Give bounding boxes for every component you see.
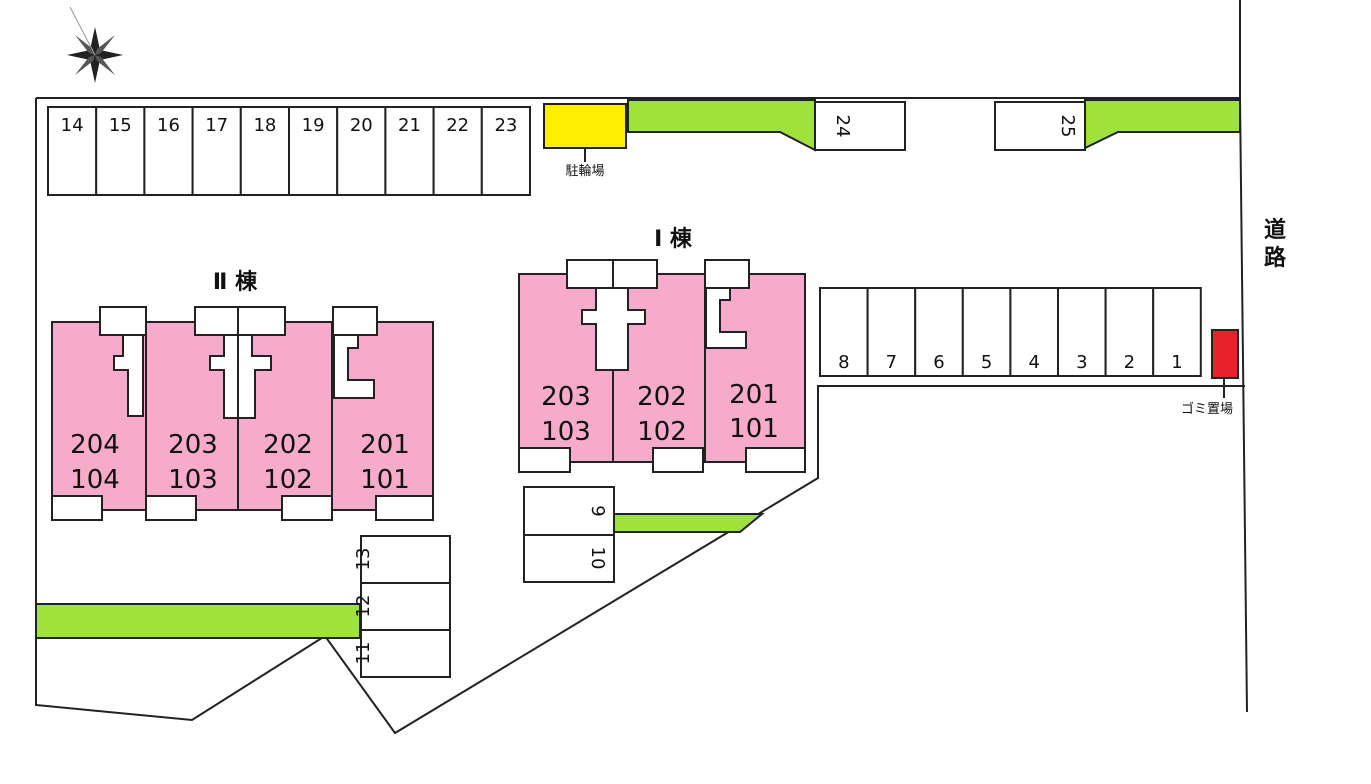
parking-number-5: 5 <box>981 352 992 373</box>
parking-stall-7 <box>866 287 917 377</box>
parking-stall-1 <box>1152 287 1202 377</box>
parking-number-7: 7 <box>886 352 897 373</box>
parking-stall-20 <box>336 106 387 196</box>
parking-stall-9 <box>523 486 615 536</box>
parking-number-6: 6 <box>933 352 944 373</box>
building-2: Ⅱ 棟 204 104 203 103 202 102 201 101 <box>51 269 434 521</box>
parking-stall-14 <box>47 106 98 196</box>
bike-parking-area <box>543 103 627 149</box>
road-label-1: 道 <box>1264 217 1286 243</box>
building-2-unit-204: 204 <box>70 430 120 460</box>
greenery-left <box>35 603 361 639</box>
parking-stall-6 <box>914 287 964 377</box>
parking-number-15: 15 <box>109 115 132 136</box>
parking-stall-24 <box>814 101 906 151</box>
building-2-unit-203: 203 <box>168 430 218 460</box>
parking-number-11: 11 <box>353 642 374 665</box>
parking-stall-10 <box>523 534 615 583</box>
parking-stall-2 <box>1104 287 1155 377</box>
parking-number-18: 18 <box>253 115 276 136</box>
parking-number-14: 14 <box>61 115 84 136</box>
parking-stall-19 <box>288 106 339 196</box>
parking-number-9: 9 <box>587 505 608 516</box>
parking-number-20: 20 <box>350 115 373 136</box>
parking-top-row: 14 15 16 17 18 19 20 21 22 23 <box>47 106 531 196</box>
greenery-middle <box>613 513 765 533</box>
building-1-unit-202: 202 <box>637 382 687 412</box>
parking-stall-12 <box>360 582 451 631</box>
parking-number-12: 12 <box>353 595 374 618</box>
parking-number-19: 19 <box>302 115 325 136</box>
building-1: Ⅰ 棟 203 103 202 102 201 101 <box>518 226 806 473</box>
building-1-title: Ⅰ 棟 <box>654 226 693 252</box>
building-1-unit-201: 201 <box>729 380 779 410</box>
parking-number-8: 8 <box>838 352 849 373</box>
building-2-unit-102: 102 <box>263 465 313 495</box>
parking-stall-4 <box>1009 287 1060 377</box>
parking-stall-13 <box>360 535 451 584</box>
building-2-title: Ⅱ 棟 <box>213 269 258 295</box>
parking-stall-17 <box>191 106 242 196</box>
parking-number-4: 4 <box>1028 352 1039 373</box>
parking-number-24: 24 <box>832 115 853 138</box>
parking-number-23: 23 <box>494 115 517 136</box>
bike-parking-label: 駐輪場 <box>565 163 604 179</box>
parking-stall-18 <box>239 106 291 196</box>
parking-stall-16 <box>143 106 194 196</box>
parking-number-17: 17 <box>205 115 228 136</box>
parking-stall-11 <box>360 629 451 678</box>
parking-number-10: 10 <box>587 547 608 570</box>
parking-stall-25 <box>994 101 1086 151</box>
parking-stall-3 <box>1057 287 1107 377</box>
road-edge <box>1239 0 1248 713</box>
parking-number-16: 16 <box>157 115 180 136</box>
parking-stall-23 <box>480 106 531 196</box>
road-label-2: 路 <box>1264 245 1287 271</box>
building-1-unit-103: 103 <box>541 417 591 447</box>
parking-number-1: 1 <box>1171 352 1182 373</box>
building-2-unit-101: 101 <box>360 465 410 495</box>
building-1-unit-102: 102 <box>637 417 687 447</box>
building-1-unit-101: 101 <box>729 414 779 444</box>
parking-number-21: 21 <box>398 115 421 136</box>
garbage-label: ゴミ置場 <box>1181 401 1233 417</box>
building-1-unit-203: 203 <box>541 382 591 412</box>
greenery-top-middle <box>627 99 816 152</box>
building-2-unit-202: 202 <box>263 430 313 460</box>
garbage-area <box>1211 329 1239 379</box>
building-2-unit-104: 104 <box>70 465 120 495</box>
parking-stall-5 <box>961 287 1012 377</box>
parking-number-25: 25 <box>1057 115 1078 138</box>
parking-stall-22 <box>432 106 483 196</box>
parking-right-row: 8 7 6 5 4 3 2 1 <box>819 287 1202 377</box>
building-2-unit-103: 103 <box>168 465 218 495</box>
parking-stall-15 <box>95 106 146 196</box>
compass-rose-icon <box>67 6 123 83</box>
parking-number-3: 3 <box>1076 352 1087 373</box>
building-2-unit-201: 201 <box>360 430 410 460</box>
parking-number-13: 13 <box>353 548 374 571</box>
site-boundary <box>35 97 1245 735</box>
parking-number-2: 2 <box>1124 352 1135 373</box>
greenery-top-right <box>1084 99 1241 150</box>
parking-number-22: 22 <box>446 115 469 136</box>
